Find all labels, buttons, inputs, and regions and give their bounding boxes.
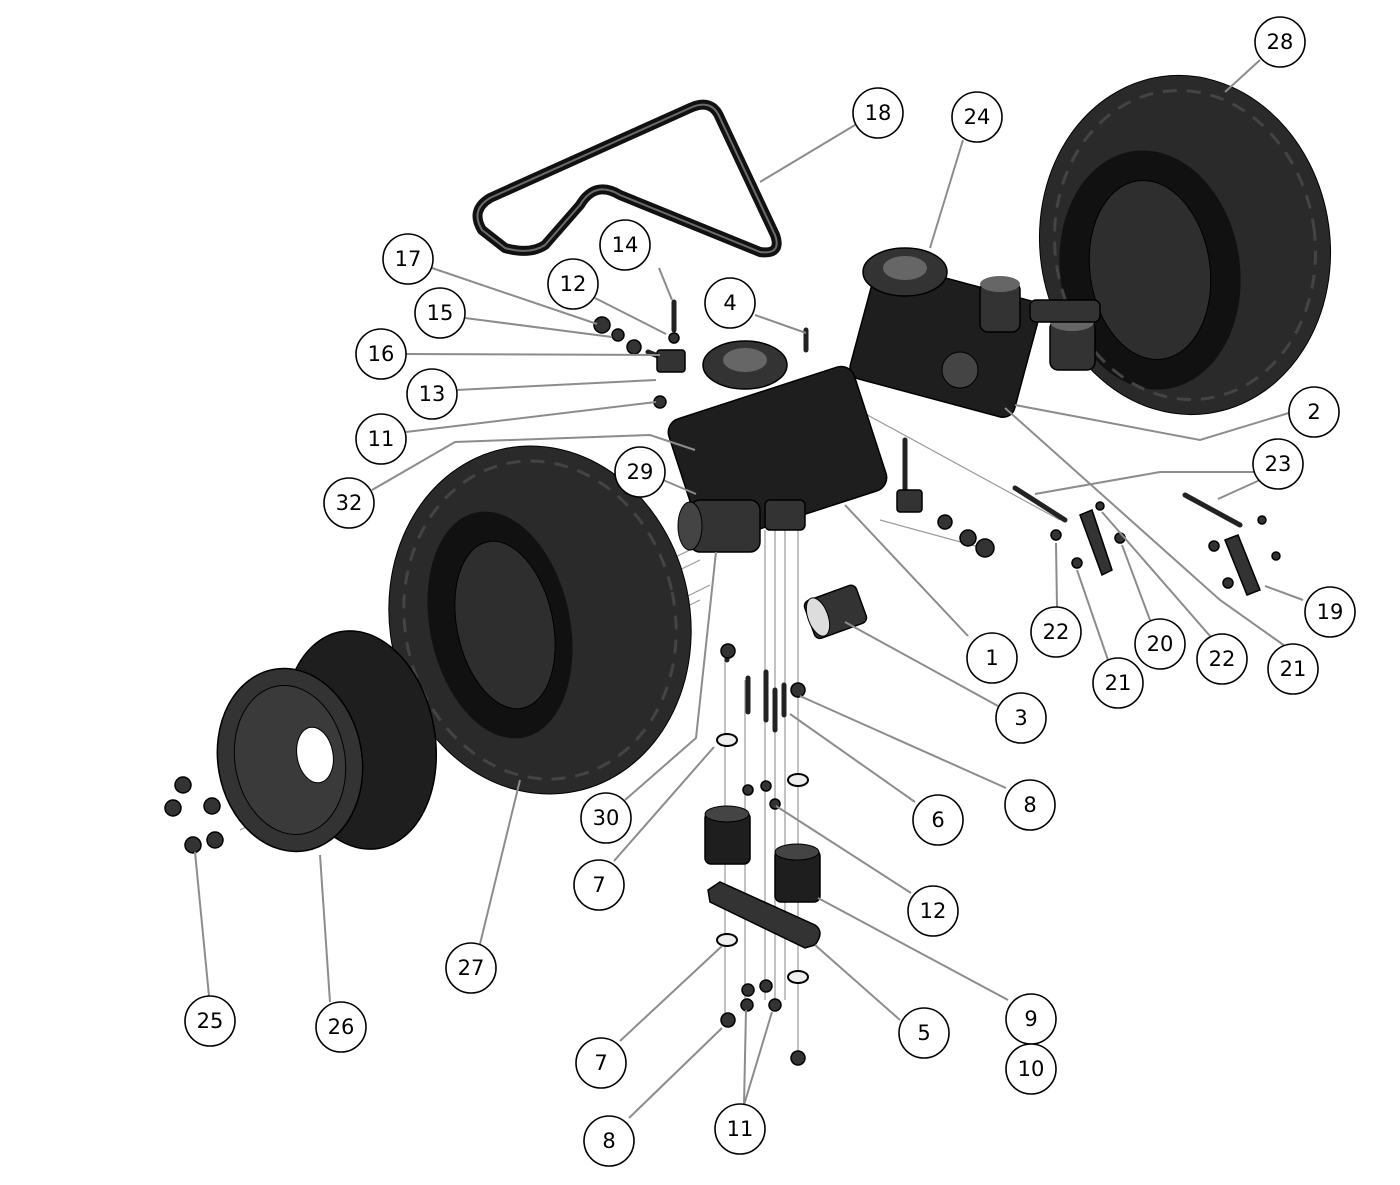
callout-11a: 11 (355, 413, 407, 465)
callout-13: 13 (406, 368, 458, 420)
callout-7a: 7 (573, 859, 625, 911)
callout-16-label: 16 (368, 342, 395, 366)
callout-10-label: 10 (1018, 1057, 1045, 1081)
callout-4: 4 (704, 277, 756, 329)
callout-20: 20 (1134, 618, 1186, 670)
callout-20-label: 20 (1147, 632, 1174, 656)
callout-10: 10 (1005, 1043, 1057, 1095)
callout-7b: 7 (575, 1037, 627, 1089)
callout-19: 19 (1304, 586, 1356, 638)
callout-32: 32 (323, 477, 375, 529)
callout-24-label: 24 (964, 105, 991, 129)
callout-26: 26 (315, 1001, 367, 1053)
callout-27: 27 (445, 942, 497, 994)
callout-18: 18 (852, 87, 904, 139)
callout-8b: 8 (583, 1115, 635, 1167)
callout-12a: 12 (547, 258, 599, 310)
callout-1: 1 (966, 632, 1018, 684)
callout-12b: 12 (907, 885, 959, 937)
callout-5: 5 (898, 1007, 950, 1059)
callout-21b-label: 21 (1280, 657, 1307, 681)
callout-25: 25 (184, 995, 236, 1047)
left-transaxle (667, 340, 888, 553)
leader-lines (194, 59, 1304, 1119)
callout-4-label: 4 (723, 291, 736, 315)
upper-hardware (593, 299, 809, 409)
callout-13-label: 13 (419, 382, 446, 406)
right-transaxle (849, 247, 1101, 419)
callout-11b-label: 11 (727, 1117, 754, 1141)
callout-16: 16 (355, 328, 407, 380)
callout-32-label: 32 (336, 491, 363, 515)
callout-27-label: 27 (458, 956, 485, 980)
callout-15-label: 15 (427, 301, 454, 325)
callout-22a-label: 22 (1043, 620, 1070, 644)
oil-filter (803, 584, 868, 640)
right-rear-tire (1038, 74, 1332, 416)
callout-3: 3 (995, 692, 1047, 744)
lower-hardware (704, 643, 821, 1066)
callout-6: 6 (912, 794, 964, 846)
callout-14: 14 (599, 219, 651, 271)
callout-11a-label: 11 (368, 427, 395, 451)
callout-7b-label: 7 (594, 1051, 607, 1075)
callout-29: 29 (614, 446, 666, 498)
callout-26-label: 26 (328, 1015, 355, 1039)
callout-17-label: 17 (395, 247, 422, 271)
callout-12a-label: 12 (560, 272, 587, 296)
left-rear-tire (388, 445, 692, 795)
callout-15: 15 (414, 287, 466, 339)
callout-9-label: 9 (1024, 1007, 1037, 1031)
right-linkage (896, 437, 1281, 596)
callout-7a-label: 7 (592, 873, 605, 897)
callout-25-label: 25 (197, 1009, 224, 1033)
callout-21a: 21 (1092, 657, 1144, 709)
lug-nuts (164, 776, 224, 854)
callout-18-label: 18 (865, 101, 892, 125)
drive-belt (472, 99, 782, 258)
callout-22b: 22 (1196, 633, 1248, 685)
callout-28: 28 (1254, 16, 1306, 68)
callouts: 1 2 3 4 5 6 7 7 8 8 9 10 11 11 12 12 13 … (184, 16, 1356, 1167)
callout-2: 2 (1288, 386, 1340, 438)
callout-30: 30 (580, 792, 632, 844)
callout-24: 24 (951, 91, 1003, 143)
callout-29-label: 29 (627, 460, 654, 484)
callout-23: 23 (1252, 438, 1304, 490)
callout-12b-label: 12 (920, 899, 947, 923)
callout-2-label: 2 (1307, 400, 1320, 424)
callout-28-label: 28 (1267, 30, 1294, 54)
callout-21b: 21 (1267, 643, 1319, 695)
callout-1-label: 1 (985, 646, 998, 670)
callout-8b-label: 8 (602, 1129, 615, 1153)
callout-9: 9 (1005, 993, 1057, 1045)
callout-17: 17 (382, 233, 434, 285)
callout-8a: 8 (1004, 779, 1056, 831)
callout-6-label: 6 (931, 808, 944, 832)
wheel-rim (216, 630, 438, 853)
callout-23-label: 23 (1265, 452, 1292, 476)
callout-14-label: 14 (612, 233, 639, 257)
callout-5-label: 5 (917, 1021, 930, 1045)
callout-8a-label: 8 (1023, 793, 1036, 817)
callout-21a-label: 21 (1105, 671, 1132, 695)
callout-22a: 22 (1030, 606, 1082, 658)
callout-22b-label: 22 (1209, 647, 1236, 671)
callout-3-label: 3 (1014, 706, 1027, 730)
callout-30-label: 30 (593, 806, 620, 830)
callout-11b: 11 (714, 1103, 766, 1155)
callout-19-label: 19 (1317, 600, 1344, 624)
